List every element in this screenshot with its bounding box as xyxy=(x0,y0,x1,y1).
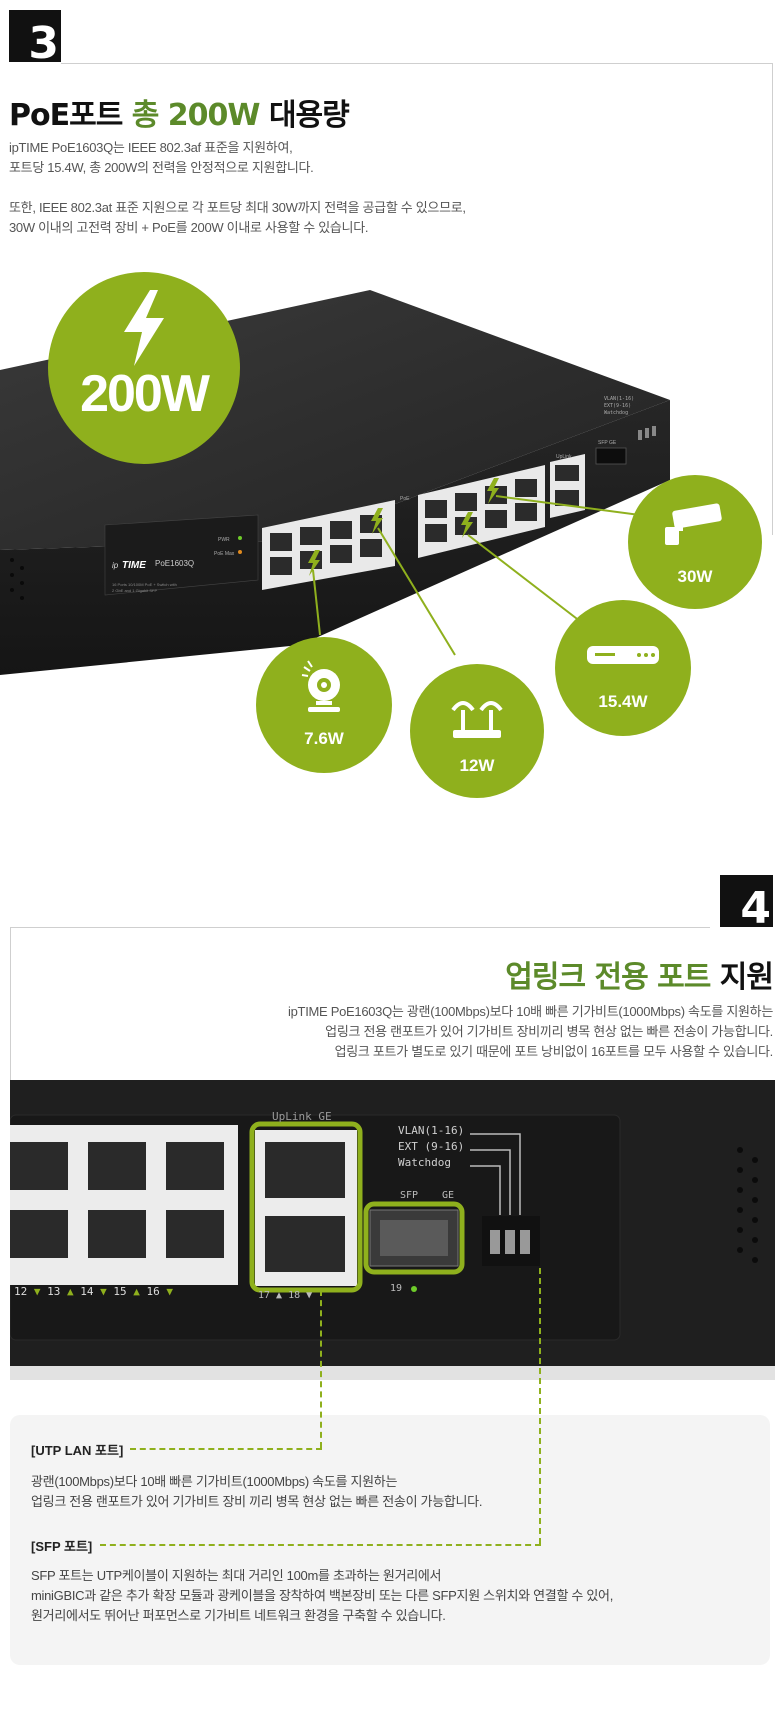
total-power-badge: 200W xyxy=(48,272,240,464)
sfp-leader-horizontal xyxy=(100,1544,541,1546)
sfp-label: SFP xyxy=(400,1190,419,1201)
utp-leader-horizontal xyxy=(130,1448,322,1450)
device-dip-label-1: VLAN(1-16) xyxy=(604,396,634,402)
power-badge-15-4w: 15.4W xyxy=(555,600,691,736)
device-sfp-label: SFP GE xyxy=(598,440,617,446)
device-brand-small: ip xyxy=(112,561,119,570)
section-frame-top xyxy=(10,927,710,928)
section-number-badge: 3 xyxy=(9,10,61,66)
lan-port-numbers: 12 ▼ 13 ▲ 14 ▼ 15 ▲ 16 ▼ xyxy=(14,1285,173,1298)
utp-port-description: 광랜(100Mbps)보다 10배 빠른 기가비트(1000Mbps) 속도를 … xyxy=(31,1474,483,1509)
ext-label: EXT (9-16) xyxy=(398,1140,465,1153)
device-brand: TIME xyxy=(122,560,146,571)
sfp-port-description: SFP 포트는 UTP케이블이 지원하는 최대 거리인 100m를 초과하는 원… xyxy=(31,1568,614,1623)
section-frame-left xyxy=(10,927,11,1082)
cctv-camera-icon xyxy=(665,503,722,545)
port-block-2 xyxy=(418,465,545,558)
device-dip-label-2: EXT(9-16) xyxy=(604,403,631,409)
device-pwr-label: PWR xyxy=(218,537,230,543)
total-power-value: 200W xyxy=(80,365,210,423)
detail-paragraph: 또한, IEEE 802.3at 표준 지원으로 각 포트당 최대 30W까지 … xyxy=(9,200,466,235)
power-badge-12w: 12W xyxy=(410,664,544,798)
lightning-icon xyxy=(124,290,164,366)
power-badge-label: 12W xyxy=(459,756,495,775)
section-frame-top xyxy=(61,63,773,64)
section-title: PoE포트 총 200W 대용량 xyxy=(9,98,350,133)
port-closeup: UpLink GE VLAN(1-16) EXT (9-16) Watchdog… xyxy=(10,1080,775,1380)
sfp-port-title: [SFP 포트] xyxy=(31,1539,93,1554)
power-badge-30w: 30W xyxy=(628,475,762,609)
section-title: 업링크 전용 포트 지원 xyxy=(505,960,774,995)
watchdog-label: Watchdog xyxy=(398,1156,451,1169)
section-number-badge: 4 xyxy=(720,875,773,931)
device-poe-max-label: PoE Max xyxy=(214,551,235,557)
section-frame-right xyxy=(772,63,773,535)
device-uplink-label: UpLink xyxy=(556,454,572,460)
device-desc-1: 16 Ports 10/100M PoE + Switch with xyxy=(112,582,177,587)
power-badge-label: 30W xyxy=(677,567,713,586)
power-badge-7-6w: 7.6W xyxy=(256,637,392,773)
sfp-highlight xyxy=(363,1201,465,1275)
intro-paragraph: ipTIME PoE1603Q는 광랜(100Mbps)보다 10배 빠른 기가… xyxy=(288,1004,773,1059)
utp-port-title: [UTP LAN 포트] xyxy=(31,1443,124,1458)
device-poe-label: PoE xyxy=(400,496,410,502)
uplink-label: UpLink GE xyxy=(272,1110,332,1123)
intro-paragraph: ipTIME PoE1603Q는 IEEE 802.3af 표준을 지원하여, … xyxy=(9,140,314,175)
utp-leader-vertical xyxy=(320,1290,322,1448)
power-badge-label: 15.4W xyxy=(598,692,648,711)
sfp-leader-vertical xyxy=(539,1268,541,1544)
device-model: PoE1603Q xyxy=(155,559,194,568)
sfp-port-number: 19 xyxy=(390,1283,403,1294)
ge-label: GE xyxy=(442,1190,455,1201)
closeup-illustration xyxy=(10,1080,775,1380)
uplink-port-numbers: 17 ▲ 18 ▼ xyxy=(258,1290,313,1301)
vlan-label: VLAN(1-16) xyxy=(398,1124,465,1137)
webcam-icon xyxy=(301,660,340,712)
uplink-highlight xyxy=(249,1121,363,1293)
port-info-box xyxy=(10,1415,770,1665)
device-desc-2: 2 GbE and 1 Gigabit SFP xyxy=(112,588,157,593)
wifi-router-icon xyxy=(451,701,503,738)
nvr-device-icon xyxy=(587,646,659,664)
device-dip-label-3: Watchdog xyxy=(604,410,628,416)
vent-holes xyxy=(10,558,24,600)
power-badge-label: 7.6W xyxy=(304,729,344,748)
